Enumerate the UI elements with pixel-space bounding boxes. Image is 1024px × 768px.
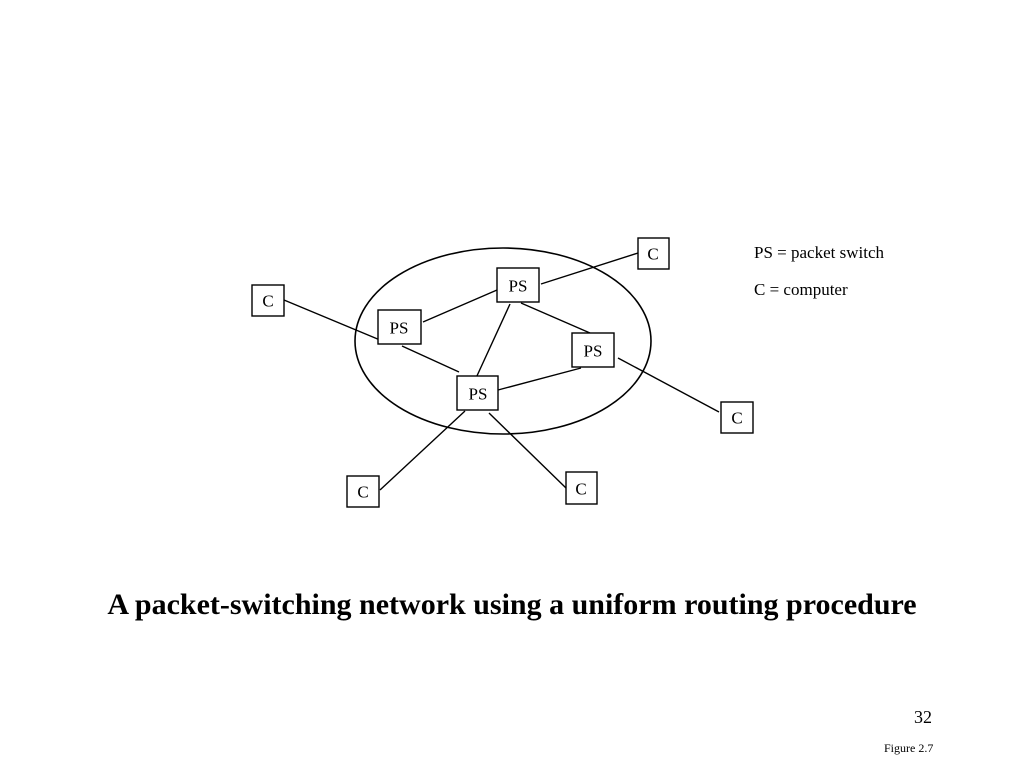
computer-label: C bbox=[575, 480, 586, 499]
computer-bottom-left: C bbox=[346, 475, 380, 508]
link-ps-right-to-ps-center bbox=[497, 367, 582, 391]
computer-label: C bbox=[262, 292, 273, 311]
computer-left: C bbox=[251, 284, 285, 317]
packet-switch-top: PS bbox=[496, 267, 540, 303]
link-ps-center-to-c-bottom-right bbox=[488, 412, 567, 489]
computer-bottom-right: C bbox=[565, 471, 598, 505]
computer-label: C bbox=[647, 245, 658, 264]
figure-reference: Figure 2.7 bbox=[884, 741, 934, 755]
packet-switch-label: PS bbox=[469, 385, 488, 404]
slide-caption: A packet-switching network using a unifo… bbox=[107, 588, 917, 621]
legend-packet-switch: PS = packet switch bbox=[754, 243, 884, 262]
packet-switch-right: PS bbox=[571, 332, 615, 368]
computer-label: C bbox=[357, 483, 368, 502]
link-ps-center-to-c-bottom-left bbox=[379, 410, 466, 491]
packet-switch-label: PS bbox=[390, 319, 409, 338]
page-number: 32 bbox=[914, 707, 932, 727]
link-ps-left-to-ps-center bbox=[401, 345, 460, 373]
network-boundary bbox=[354, 247, 652, 435]
link-ps-top-to-ps-center bbox=[475, 303, 511, 379]
computer-top: C bbox=[637, 237, 670, 270]
link-ps-top-to-ps-right bbox=[520, 302, 591, 334]
computer-label: C bbox=[731, 409, 742, 428]
packet-switch-center: PS bbox=[456, 375, 499, 411]
packet-switch-label: PS bbox=[584, 342, 603, 361]
link-ps-right-to-c-right bbox=[617, 357, 720, 413]
computer-right: C bbox=[720, 401, 754, 434]
packet-switch-label: PS bbox=[509, 277, 528, 296]
link-ps-top-to-c-top bbox=[540, 252, 639, 285]
link-c-left-to-ps-left bbox=[283, 299, 381, 341]
packet-switch-left: PS bbox=[377, 309, 422, 345]
link-ps-left-to-ps-top bbox=[422, 289, 498, 323]
legend-computer: C = computer bbox=[754, 280, 848, 299]
